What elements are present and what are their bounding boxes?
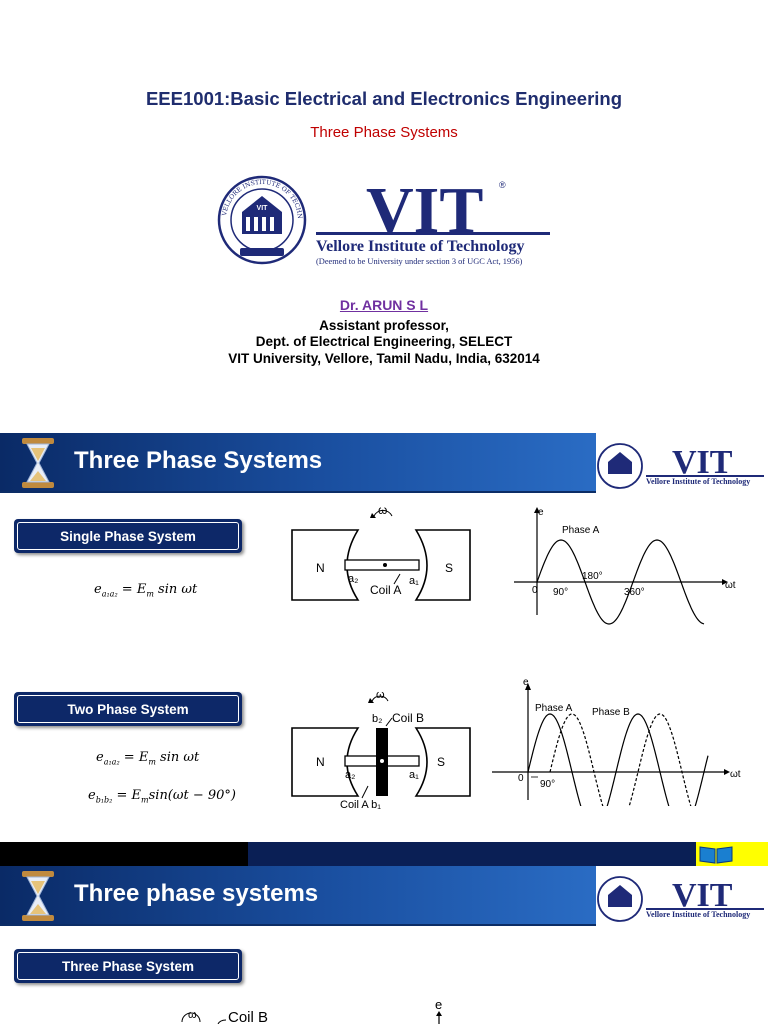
two-phase-equation-a: ea₁a₂ = Em sin ωt	[96, 750, 200, 767]
omega-label-3: ω	[188, 1009, 197, 1021]
logo-institute-name: Vellore Institute of Technology	[316, 238, 524, 255]
south-pole-label: S	[445, 561, 453, 575]
header-logo-name: Vellore Institute of Technology	[646, 477, 750, 486]
slide3-header-title: Three phase systems	[74, 880, 319, 907]
origin-label: 0	[532, 585, 538, 596]
hourglass-icon	[22, 438, 54, 488]
vit-seal-icon: VIT VELLORE INSTITUTE OF TECHNOLOGY	[216, 172, 307, 265]
two-phase-label: Two Phase System	[14, 692, 242, 726]
coil-a-b1-label: Coil A b₁	[340, 799, 381, 811]
two-phase-equation-b: eb₁b₂ = Emsin(ωt − 90°)	[88, 788, 236, 805]
wave2-axis-x: ωt	[730, 769, 741, 780]
book-icon[interactable]	[698, 844, 734, 864]
a1-label-2: a₁	[409, 769, 419, 781]
phase-b-label-2: Phase B	[592, 707, 630, 718]
a1-label: a₁	[409, 575, 419, 587]
divider-yellow	[696, 842, 768, 866]
logo-tagline: (Deemed to be University under section 3…	[316, 257, 523, 266]
three-phase-waveform-partial: e	[435, 997, 442, 1024]
header-logo-wordmark-2: VIT	[672, 877, 733, 914]
north-pole-label-2: N	[316, 755, 325, 769]
phase-a-label: Phase A	[562, 525, 600, 536]
single-phase-machine: ω N S a₂ a₁ Coil A	[291, 503, 471, 601]
vit-logo: VIT VELLORE INSTITUTE OF TECHNOLOGY VIT …	[216, 172, 550, 266]
coil-b-label-3: Coil B	[228, 1009, 268, 1024]
phase-a-label-2: Phase A	[535, 703, 573, 714]
slide2-header-banner: Three Phase Systems	[0, 433, 596, 493]
south-pole-label-2: S	[437, 755, 445, 769]
single-phase-waveform: e ωt Phase A 0 90° 180° 360°	[514, 507, 736, 625]
header-logo-wordmark: VIT	[672, 444, 733, 481]
tick-360: 360°	[624, 587, 645, 598]
slide2-header-logo: VIT Vellore Institute of Technology	[596, 433, 768, 493]
a2-label-2: a₂	[345, 769, 355, 781]
author-address: VIT University, Vellore, Tamil Nadu, Ind…	[228, 351, 540, 366]
two-phase-label-text: Two Phase System	[17, 695, 239, 723]
slide3-header-banner: Three phase systems	[0, 866, 596, 926]
coil-b-label: Coil B	[392, 711, 424, 725]
three-phase-label-text: Three Phase System	[17, 952, 239, 980]
hourglass-icon	[22, 871, 54, 921]
tick-90-2: 90°	[540, 779, 555, 790]
north-pole-label: N	[316, 561, 325, 575]
three-phase-machine-partial: ω Coil B	[181, 1009, 268, 1024]
wave2-axis-y: e	[523, 677, 529, 688]
origin-label-2: 0	[518, 773, 524, 784]
seal-vit-text: VIT	[257, 205, 269, 212]
tick-90: 90°	[553, 587, 568, 598]
registered-mark: ®	[499, 180, 506, 190]
coil-a-label: Coil A	[370, 583, 401, 597]
single-phase-equation: ea₁a₂ = Em sin ωt	[94, 582, 198, 599]
author-role: Assistant professor,	[319, 318, 449, 333]
b2-label: b₂	[372, 713, 382, 725]
author-name: Dr. ARUN S L	[339, 297, 429, 313]
divider-black	[0, 842, 248, 866]
two-phase-waveform: e ωt Phase A Phase B 0 90°	[492, 677, 741, 806]
two-phase-machine: ω b₂ Coil B N S a₂ a₁ Coil A b₁	[291, 689, 471, 811]
single-phase-label-text: Single Phase System	[17, 522, 239, 550]
single-phase-label: Single Phase System	[14, 519, 242, 553]
wave-axis-y: e	[538, 507, 544, 518]
a2-label: a₂	[348, 573, 358, 585]
wave3-axis-y: e	[435, 997, 442, 1012]
slide-title: EEE1001:Basic Electrical and Electronics…	[145, 88, 623, 109]
author-dept: Dept. of Electrical Engineering, SELECT	[255, 334, 513, 349]
slide-divider	[0, 842, 768, 866]
wave-axis-x: ωt	[725, 580, 736, 591]
omega-label-2: ω	[376, 689, 385, 701]
header-logo-name-2: Vellore Institute of Technology	[646, 910, 750, 919]
slide3-header-logo: VIT Vellore Institute of Technology	[596, 866, 768, 926]
vit-wordmark: VIT	[366, 174, 483, 247]
slide-subtitle: Three Phase Systems	[310, 124, 458, 141]
slide2-header-title: Three Phase Systems	[74, 447, 323, 474]
tick-180: 180°	[582, 571, 603, 582]
three-phase-label: Three Phase System	[14, 949, 242, 983]
